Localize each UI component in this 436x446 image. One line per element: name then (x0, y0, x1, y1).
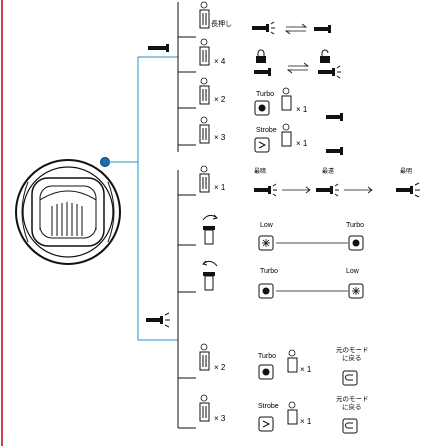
strobe-icon (254, 137, 270, 153)
beam-on-icon-lower (146, 312, 170, 328)
label-times-1: × 1 (296, 105, 308, 114)
beam-bright-icon (396, 182, 420, 198)
low-icon (258, 235, 274, 251)
button-press-icon (199, 394, 210, 422)
beam-off-icon (252, 21, 275, 35)
button-press-icon (199, 116, 210, 144)
turbo-icon (348, 235, 364, 251)
label-times-1: × 1 (300, 417, 312, 426)
button-press-icon (199, 1, 210, 29)
beam-dim-icon (254, 183, 277, 197)
toggle-arrows (286, 62, 310, 74)
low-icon (348, 283, 364, 299)
connector-tree (108, 56, 178, 341)
beam-off-icon (326, 113, 343, 121)
label-low: Low (260, 222, 274, 229)
return-line-2: に戻る (342, 353, 362, 362)
button-press-icon-small (281, 87, 292, 111)
beam-off-icon-upper (148, 44, 169, 52)
label-mid: 最遠 (322, 167, 334, 175)
beam-on-icon (318, 65, 341, 79)
row-long-press: 長押し (199, 1, 331, 35)
label-turbo: Turbo (260, 268, 278, 275)
label-strobe: Strobe (258, 403, 279, 410)
row-half-press-low-turbo: Low Turbo (202, 214, 364, 251)
return-line-1: 元のモード (336, 346, 369, 354)
label-long-press: 長押し (211, 19, 232, 28)
row-times-2-turbo-return: × 2 Turbo × 1 元のモード に戻る (199, 343, 371, 386)
button-press-icon (199, 38, 210, 66)
lock-icon (256, 49, 266, 63)
label-bright: 最明 (400, 168, 412, 175)
button-press-icon-small (287, 349, 298, 373)
label-times-1: × 1 (296, 139, 308, 148)
button-press-icon (199, 77, 210, 105)
beam-off-icon (254, 68, 271, 76)
release-button-icon (202, 260, 218, 291)
row-times-1-cycle: × 1 最暗 最遠 最明 (199, 165, 420, 198)
return-icon (342, 370, 358, 386)
beam-off-icon (326, 147, 343, 155)
row-times-3-strobe: × 3 Strobe × 1 (199, 116, 343, 155)
label-dim: 最暗 (254, 167, 266, 175)
label-turbo: Turbo (256, 91, 274, 98)
label-times-1: × 1 (214, 183, 226, 192)
label-strobe: Strobe (256, 127, 277, 134)
row-times-4: × 4 (199, 38, 341, 79)
label-turbo: Turbo (346, 222, 364, 229)
button-press-icon-small (287, 401, 298, 425)
toggle-arrows (284, 23, 308, 35)
label-times-3: × 3 (214, 133, 226, 142)
row-times-2-turbo: × 2 Turbo × 1 (199, 77, 343, 121)
label-low: Low (346, 268, 360, 275)
label-times-3: × 3 (214, 414, 226, 423)
label-return-prev-mode: 元のモード に戻る (336, 346, 371, 362)
half-press-button-icon (202, 214, 218, 245)
label-times-1: × 1 (300, 365, 312, 374)
label-times-2: × 2 (214, 95, 226, 104)
button-press-icon (199, 343, 210, 371)
return-line-1: 元のモード (336, 395, 369, 403)
label-turbo: Turbo (258, 353, 276, 360)
label-times-2: × 2 (214, 363, 226, 372)
strobe-icon (258, 416, 274, 432)
button-press-icon (199, 165, 210, 193)
beam-mid-icon (316, 183, 339, 197)
button-press-icon-small (281, 123, 292, 147)
turbo-icon (258, 283, 274, 299)
label-return-prev-mode: 元のモード に戻る (336, 395, 371, 411)
row-release-turbo-low: Turbo Low (202, 260, 364, 299)
beam-on-icon (314, 25, 331, 33)
row-times-3-strobe-return: × 3 Strobe × 1 元のモード に戻る (199, 394, 371, 434)
branch-lines (177, 2, 196, 429)
turbo-icon (254, 100, 270, 116)
return-icon (342, 418, 358, 434)
unlock-icon (320, 49, 330, 63)
device-illustration (15, 159, 121, 265)
turbo-icon (258, 364, 274, 380)
label-times-4: × 4 (214, 57, 226, 66)
return-line-2: に戻る (342, 402, 362, 411)
